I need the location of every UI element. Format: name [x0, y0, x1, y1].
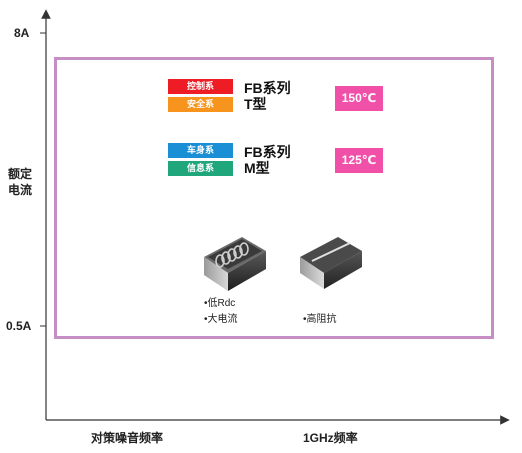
region-frame [54, 57, 494, 339]
x-axis-label-left: 对策噪音频率 [91, 431, 164, 445]
series-m-line2: M型 [244, 160, 270, 176]
feature-low-rdc: •低Rdc [204, 298, 236, 309]
tag-control: 控制系 [168, 79, 233, 94]
y-tick-label-05a: 0.5A [6, 319, 32, 333]
y-tick-label-8a: 8A [14, 26, 30, 40]
series-t-line1: FB系列 [244, 80, 291, 96]
series-m: FB系列 M型 [244, 144, 291, 176]
tag-safety: 安全系 [168, 97, 233, 112]
tag-body: 车身系 [168, 143, 233, 158]
temp-badge-t: 150℃ [335, 86, 383, 111]
tag-info: 信息系 [168, 161, 233, 176]
bead-features: •高阻抗 [303, 312, 337, 328]
y-axis-title: 额定 电流 [8, 166, 32, 198]
series-t: FB系列 T型 [244, 80, 291, 112]
coil-chip-image [204, 237, 266, 291]
series-m-line1: FB系列 [244, 144, 291, 160]
temp-badge-m: 125℃ [335, 148, 383, 173]
bead-chip-image [300, 237, 362, 289]
y-axis-title-line1: 额定 [8, 167, 33, 181]
coil-features: •低Rdc •大电流 [204, 296, 238, 328]
y-axis-title-line2: 电流 [8, 183, 33, 197]
series-t-line2: T型 [244, 96, 267, 112]
feature-high-impedance: •高阻抗 [303, 314, 337, 325]
x-axis-label-right: 1GHz频率 [303, 431, 358, 445]
feature-high-current: •大电流 [204, 314, 238, 325]
